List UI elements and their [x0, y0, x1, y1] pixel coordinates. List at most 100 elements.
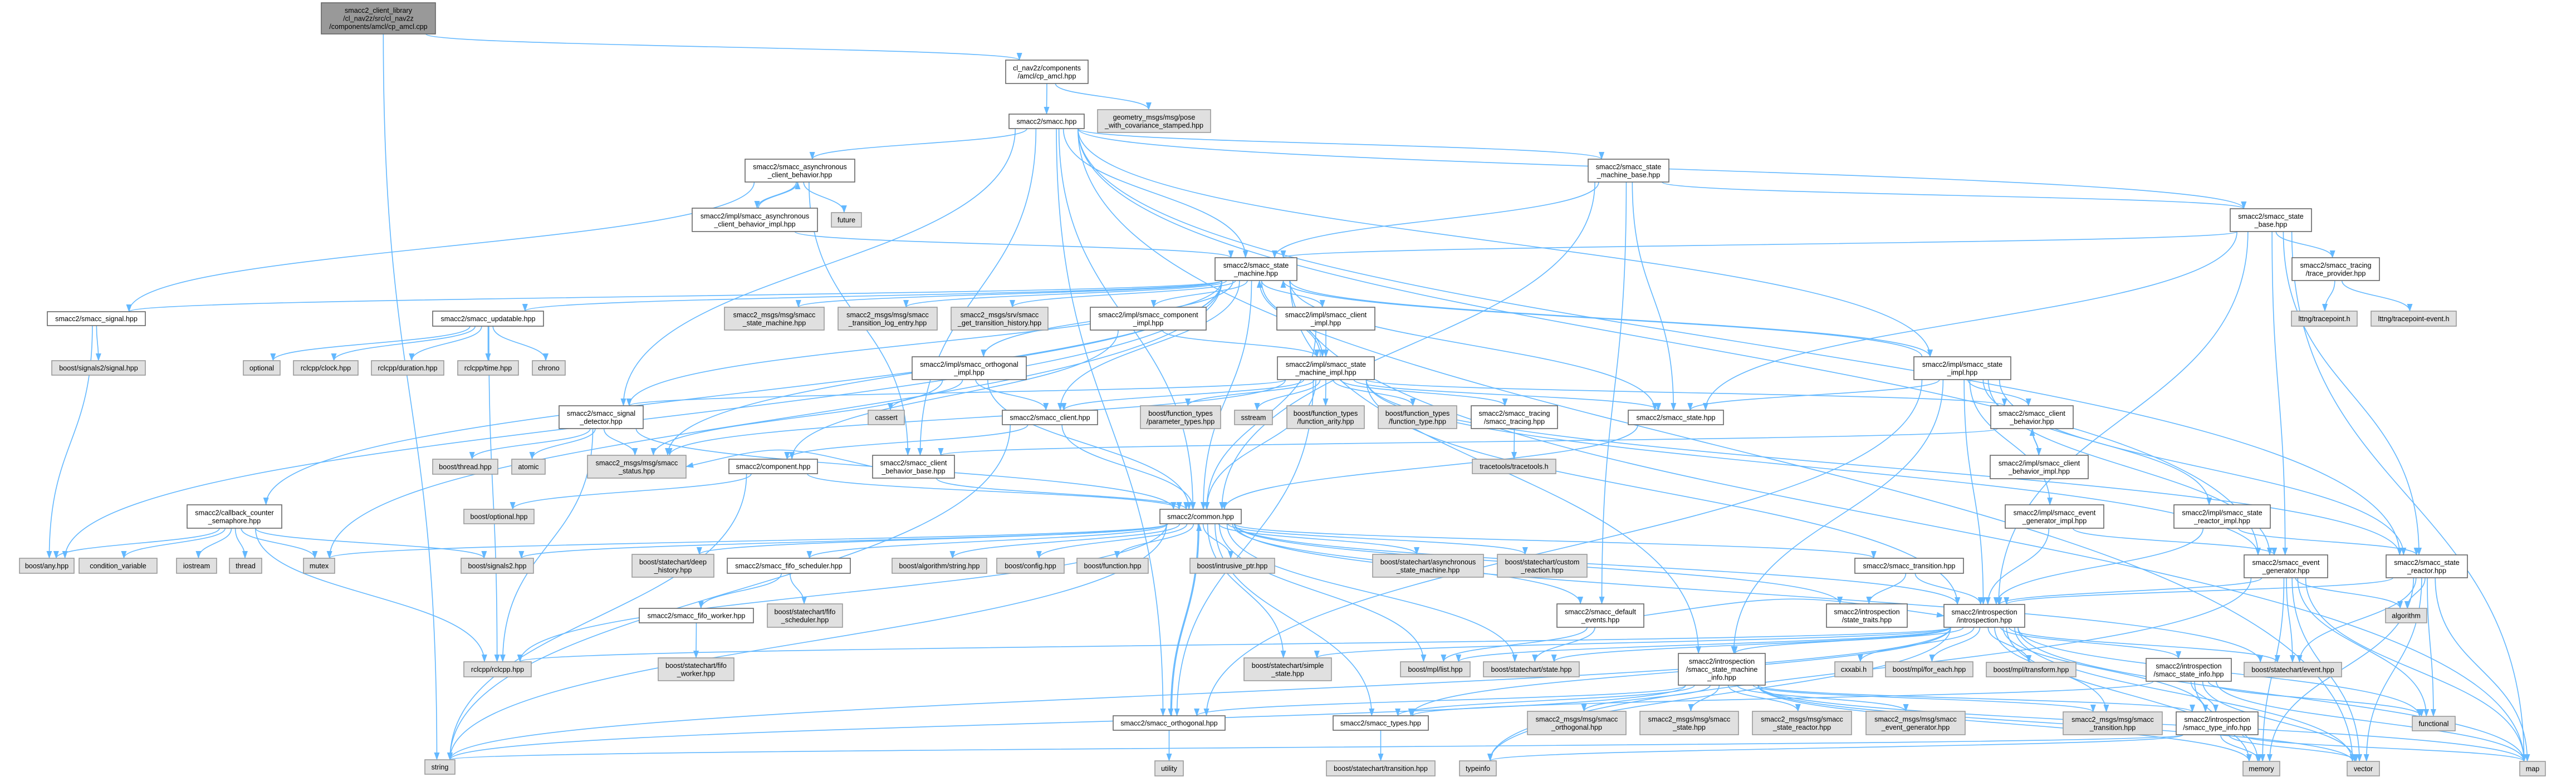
file-node-types[interactable]: smacc2/smacc_types.hpp — [1333, 715, 1429, 731]
node-label-line: smacc2/impl/smacc_client — [1285, 311, 1367, 319]
dependency-edge — [488, 326, 500, 662]
dependency-edge — [1062, 128, 1248, 258]
file-node-type-info[interactable]: smacc2/introspection/smacc_type_info.hpp — [2176, 711, 2259, 735]
edge-layer — [46, 33, 2530, 762]
file-node-state-machine[interactable]: smacc2/smacc_state_machine.hpp — [1214, 257, 1297, 281]
file-node-callback[interactable]: smacc2/callback_counter_semaphore.hpp — [187, 504, 282, 529]
node-label-line: sstream — [1241, 414, 1266, 422]
file-node-trace-provider[interactable]: smacc2/smacc_tracing/trace_provider.hpp — [2291, 257, 2380, 281]
node-box — [321, 2, 436, 35]
file-node-introspection[interactable]: smacc2/introspection/introspection.hpp — [1943, 604, 2025, 628]
node-label-line: smacc2_client_library — [345, 7, 413, 14]
node-label-line: _machine_base.hpp — [1596, 171, 1660, 179]
file-node-root[interactable]: smacc2_client_library/cl_nav2z/src/cl_na… — [321, 2, 436, 35]
file-node-common[interactable]: smacc2/common.hpp — [1159, 509, 1242, 524]
file-node-client[interactable]: smacc2/smacc_client.hpp — [1002, 410, 1098, 425]
node-label-line: _detector.hpp — [579, 417, 622, 425]
file-node-cb-impl[interactable]: smacc2/impl/smacc_client_behavior_impl.h… — [1990, 455, 2089, 479]
file-node-cbb[interactable]: smacc2/smacc_client_behavior_base.hpp — [872, 455, 955, 479]
node-label-line: future — [838, 217, 855, 224]
node-label-line: smacc2/smacc_tracing — [1478, 410, 1550, 417]
file-node-component[interactable]: smacc2/component.hpp — [728, 459, 818, 474]
node-label-line: boost/statechart/deep — [639, 558, 707, 566]
file-node-state-impl[interactable]: smacc2/impl/smacc_state_impl.hpp — [1913, 356, 2011, 380]
node-label-line: smacc2/smacc_signal — [567, 410, 635, 417]
node-box — [587, 455, 687, 479]
node-box — [2291, 311, 2358, 327]
file-node-signal-detector[interactable]: smacc2/smacc_signal_detector.hpp — [559, 405, 644, 429]
dependency-edge — [2271, 231, 2288, 555]
file-node-smacc[interactable]: smacc2/smacc.hpp — [1008, 114, 1085, 129]
file-node-string: string — [424, 759, 456, 775]
node-box — [996, 558, 1065, 574]
dependency-edge — [2435, 577, 2530, 762]
file-node-eg-impl[interactable]: smacc2/impl/smacc_event_generator_impl.h… — [2005, 504, 2104, 529]
node-label-line: smacc2/introspection — [2156, 662, 2221, 670]
file-node-status: smacc2_msgs/msg/smacc_status.hpp — [587, 455, 687, 479]
file-node-sm-base[interactable]: smacc2/smacc_state_machine_base.hpp — [1588, 159, 1669, 183]
file-node-async-cb[interactable]: smacc2/smacc_asynchronous_client_behavio… — [745, 159, 855, 183]
file-node-sm-info[interactable]: smacc2/introspection/smacc_state_machine… — [1678, 653, 1766, 686]
file-node-fifo-worker[interactable]: smacc2/smacc_fifo_worker.hpp — [639, 608, 754, 623]
node-box — [1854, 558, 1964, 574]
file-node-async-impl[interactable]: smacc2/impl/smacc_asynchronous_client_be… — [692, 208, 818, 232]
file-node-client-impl[interactable]: smacc2/impl/smacc_client_impl.hpp — [1276, 307, 1375, 331]
file-node-utility: utility — [1154, 760, 1184, 776]
node-label-line: utility — [1161, 765, 1177, 773]
file-node-orthogonal[interactable]: smacc2/smacc_orthogonal.hpp — [1113, 715, 1226, 731]
dependency-edge — [327, 523, 1167, 559]
node-label-line: _state_machine.hpp — [1396, 566, 1460, 574]
node-box — [1286, 405, 1365, 429]
file-node-sr-impl[interactable]: smacc2/impl/smacc_state_reactor_impl.hpp — [2173, 504, 2271, 529]
dependency-edge — [2341, 280, 2413, 312]
file-node-state-base[interactable]: smacc2/smacc_state_base.hpp — [2230, 208, 2312, 232]
dependency-edge — [1757, 685, 2195, 712]
node-label-line: smacc2/callback_counter — [195, 509, 273, 517]
dependency-edge — [1929, 627, 1981, 662]
node-label-line: boost/function.hpp — [1084, 562, 1142, 570]
file-node-state-info[interactable]: smacc2/introspection/smacc_state_info.hp… — [2146, 658, 2232, 682]
dependency-edge — [1077, 128, 2355, 762]
node-label-line: smacc2/introspection — [1689, 658, 1755, 666]
dependency-edge — [1996, 577, 2262, 605]
file-node-state[interactable]: smacc2/smacc_state.hpp — [1628, 410, 1724, 425]
file-node-default-events[interactable]: smacc2/smacc_default_events.hpp — [1556, 603, 1644, 628]
node-label-line: typeinfo — [1466, 765, 1490, 773]
file-node-orth-impl[interactable]: smacc2/impl/smacc_orthogonal_impl.hpp — [912, 356, 1027, 380]
dependency-edge — [2000, 627, 2182, 659]
file-node-signal[interactable]: smacc2/smacc_signal.hpp — [47, 311, 146, 326]
node-label-line: boost/statechart/transition.hpp — [1334, 765, 1428, 773]
dependency-edge — [1234, 523, 2263, 663]
file-node-event-generator[interactable]: smacc2/smacc_event_generator.hpp — [2244, 554, 2328, 578]
dependency-edge — [796, 280, 1223, 308]
node-label-line: _impl.hpp — [1310, 319, 1341, 327]
dependency-edge — [254, 528, 487, 559]
dependency-edge — [1261, 280, 1325, 308]
file-node-cp-amcl-hpp[interactable]: cl_nav2z/components/amcl/cp_amcl.hpp — [1005, 60, 1089, 84]
node-box — [1752, 711, 1852, 735]
file-node-state-traits[interactable]: smacc2/introspection/state_traits.hpp — [1826, 603, 1908, 628]
file-node-sm-impl[interactable]: smacc2/impl/smacc_state_machine_impl.hpp — [1277, 356, 1375, 380]
file-node-client-behavior[interactable]: smacc2/smacc_client_behavior.hpp — [1990, 405, 2074, 429]
file-node-component-impl[interactable]: smacc2/impl/smacc_component_impl.hpp — [1090, 307, 1207, 331]
file-node-fifo-scheduler[interactable]: smacc2/smacc_fifo_scheduler.hpp — [727, 558, 851, 574]
node-box — [1588, 159, 1669, 183]
node-layer: smacc2_client_library/cl_nav2z/src/cl_na… — [19, 2, 2546, 776]
file-node-state-reactor[interactable]: smacc2/smacc_state_reactor.hpp — [2386, 554, 2468, 578]
dependency-edge — [2297, 577, 2430, 717]
file-node-geometry: geometry_msgs/msg/pose_with_covariance_s… — [1097, 109, 1211, 133]
node-label-line: _generator.hpp — [2262, 567, 2310, 574]
dependency-edge — [620, 128, 1016, 406]
node-label-line: _impl.hpp — [953, 368, 985, 376]
file-node-updatable[interactable]: smacc2/smacc_updatable.hpp — [432, 311, 544, 327]
file-node-tracing[interactable]: smacc2/smacc_tracing/smacc_tracing.hpp — [1471, 405, 1558, 429]
dependency-edge — [126, 280, 1223, 312]
node-label-line: smacc2/smacc_event — [2252, 559, 2320, 567]
dependency-edge — [2029, 428, 2039, 456]
node-box — [1885, 661, 1973, 677]
dependency-edge — [1365, 379, 2007, 406]
node-label-line: cassert — [875, 414, 898, 422]
file-node-transition[interactable]: smacc2/smacc_transition.hpp — [1854, 558, 1964, 574]
node-label-line: smacc2/smacc_signal.hpp — [55, 315, 138, 323]
node-box — [1154, 760, 1184, 776]
